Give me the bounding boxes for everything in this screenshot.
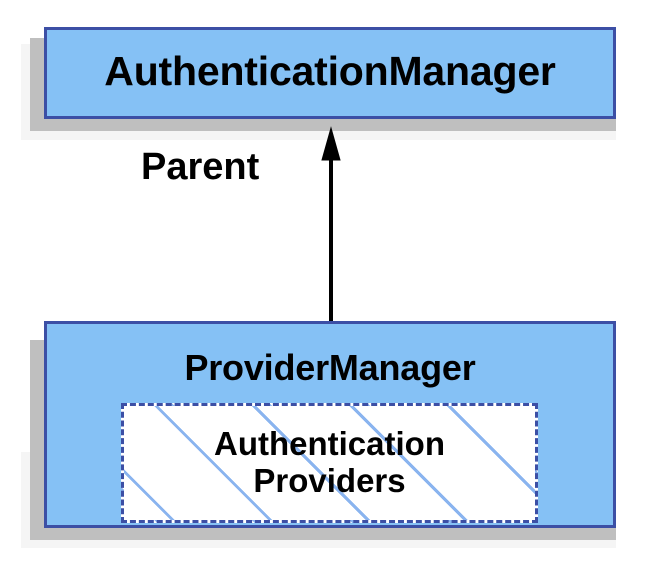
node-authentication-providers-label-line1: Authentication [214, 425, 445, 463]
node-authentication-manager-label: AuthenticationManager [104, 48, 556, 94]
edge-parent-label: Parent [141, 146, 260, 188]
node-authentication-providers-label-line2: Providers [253, 462, 406, 499]
node-authentication-providers[interactable]: Authentication Providers [121, 403, 538, 523]
node-provider-manager-label: ProviderManager [184, 347, 476, 388]
node-authentication-manager[interactable]: AuthenticationManager [44, 27, 616, 119]
